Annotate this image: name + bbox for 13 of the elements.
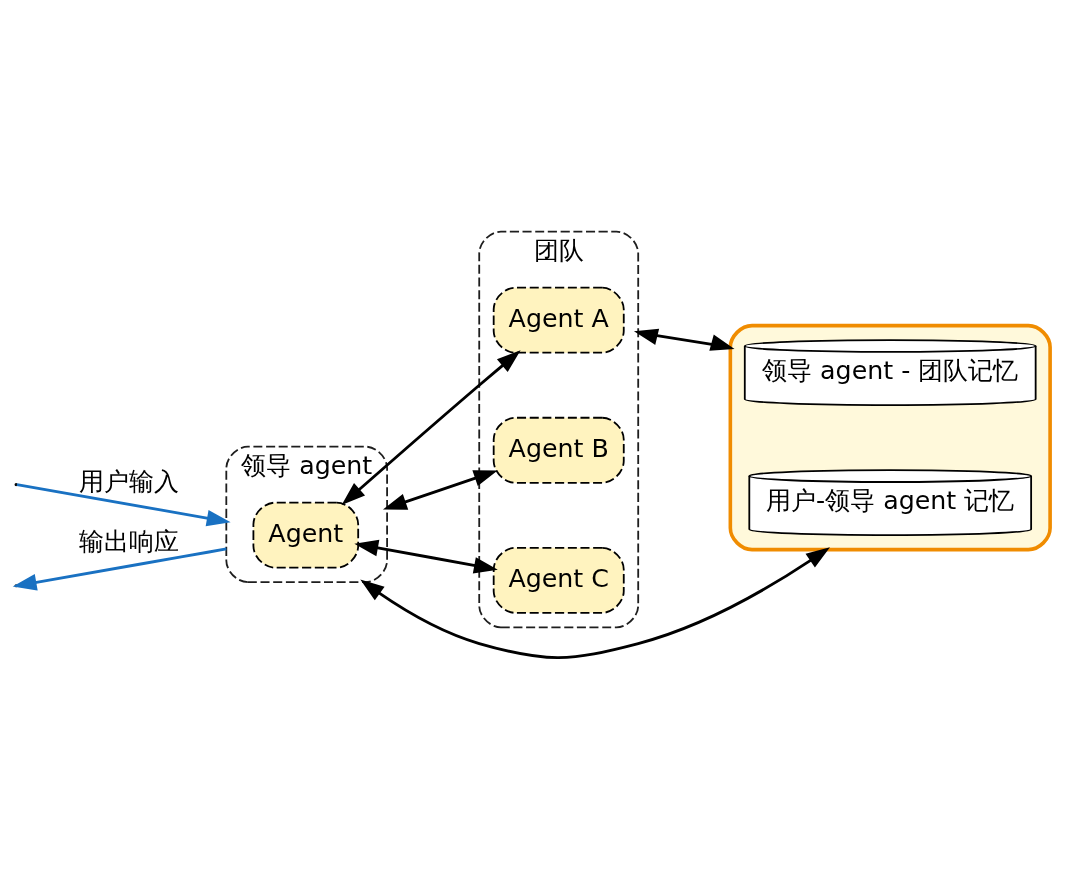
- arrow: [341, 350, 521, 506]
- edge-label: 输出响应: [78, 526, 179, 556]
- arrow: [354, 539, 498, 574]
- arrow: [360, 547, 830, 660]
- node-box: Agent A: [492, 286, 625, 354]
- edge-label: 用户输入: [78, 467, 179, 497]
- arrow: [633, 328, 735, 351]
- cluster: [728, 323, 1052, 552]
- arrow: [382, 470, 498, 510]
- node-box: Agent B: [492, 416, 625, 484]
- node-box: Agent C: [492, 546, 625, 614]
- node-box: Agent: [252, 501, 360, 569]
- arrow: [16, 483, 231, 527]
